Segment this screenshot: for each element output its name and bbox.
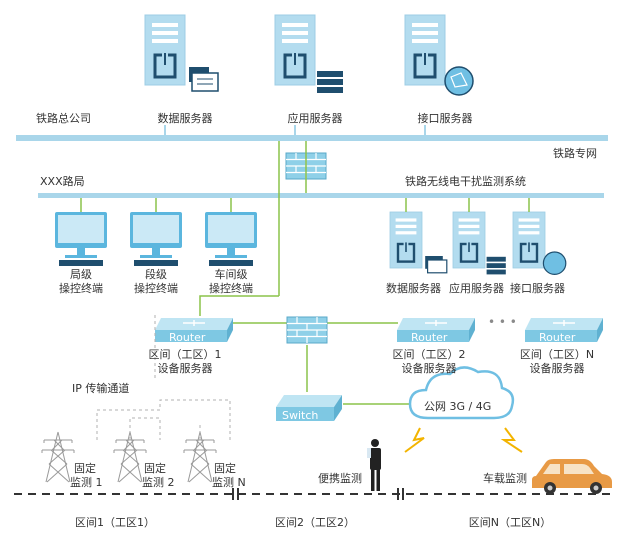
top-data-server [143,13,219,92]
tower-2-label-2: 监测 2 [142,476,175,489]
tower-2-icon [113,431,147,483]
terminal-workshop-label-1: 车间级 [214,268,248,281]
portable-label: 便携监测 [318,472,362,485]
private-net-label: 铁路专网 [553,147,597,160]
vehicle-label: 车载监测 [483,472,527,485]
tower-n-label-1: 固定 [214,462,236,475]
router-2-label-1: 区间（工区）2 [392,348,466,361]
terminal-bureau-label-1: 局级 [70,268,92,281]
ip-channel-label: IP 传输通道 [72,382,130,395]
tower-n-icon [183,431,217,483]
tower-n-label-2: 监测 N [212,476,246,489]
car-icon [532,459,612,494]
section-2-label: 区间2（工区2） [275,516,355,529]
signal-bolt-2-icon [500,427,523,453]
top-app-server-label: 应用服务器 [287,112,343,125]
firewall-2-icon [286,316,328,344]
bureau-interface-server [511,210,567,276]
top-interface-server-label: 接口服务器 [417,112,473,125]
terminal-section-label-1: 段级 [145,268,167,281]
top-interface-server [403,13,474,96]
router-2-badge: Router [411,331,448,344]
section-1-label: 区间1（工区1） [75,516,155,529]
private-net-bus [16,135,608,141]
terminal-bureau-icon [55,212,107,266]
switch-badge: Switch [282,409,318,422]
terminal-section-icon [130,212,182,266]
person-icon [367,439,381,491]
terminal-workshop-label-2: 操控终端 [209,282,253,295]
bureau-label: XXX路局 [40,175,85,188]
signal-bolt-icon [404,427,425,453]
bureau-app-server-label: 应用服务器 [449,282,504,295]
cloud-label: 公网 3G / 4G [424,400,491,413]
router-n-label-1: 区间（工区）N [519,348,595,361]
company-label: 铁路总公司 [36,112,91,125]
tower-2-label-1: 固定 [144,462,166,475]
terminal-workshop-icon [205,212,257,266]
bureau-data-server-label: 数据服务器 [386,282,441,295]
tower-1-icon [41,431,75,483]
router-2-label-2: 设备服务器 [401,362,457,375]
router-1-badge: Router [169,331,206,344]
top-app-server [273,13,343,93]
terminal-section-label-2: 操控终端 [134,282,178,295]
bureau-interface-server-label: 接口服务器 [510,282,565,295]
section-divider-icon [232,488,404,500]
terminal-bureau-label-2: 操控终端 [59,282,103,295]
system-label: 铁路无线电干扰监测系统 [405,175,526,188]
router-ellipsis: • • • [488,315,517,329]
bureau-data-server [388,210,448,274]
section-n-label: 区间N（工区N） [468,516,552,529]
top-data-server-label: 数据服务器 [157,112,213,125]
bureau-app-server [451,210,506,275]
tower-1-label-1: 固定 [74,462,96,475]
router-1-label-2: 设备服务器 [157,362,213,375]
cloud-icon [408,366,515,420]
bureau-bus [38,193,604,198]
router-n-badge: Router [539,331,576,344]
switch-icon [276,395,342,421]
router-n-label-2: 设备服务器 [529,362,585,375]
router-1-label-1: 区间（工区）1 [148,348,222,361]
tower-1-label-2: 监测 1 [70,476,103,489]
